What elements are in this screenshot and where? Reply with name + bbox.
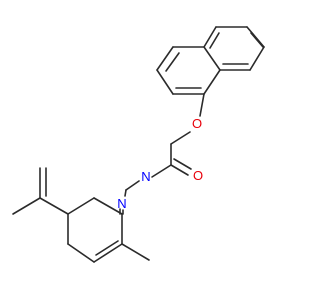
bond [173, 158, 192, 170]
bond [67, 243, 95, 263]
bond [170, 131, 191, 145]
bond [124, 189, 127, 197]
bond [156, 46, 174, 71]
bond [67, 197, 95, 215]
bond [93, 197, 123, 215]
imine-nitrogen-label: N [117, 196, 126, 211]
ether-oxygen-label: O [192, 116, 202, 131]
bond [203, 69, 221, 95]
atom-labels: O O N N [117, 116, 203, 211]
methyl-bond [121, 243, 150, 261]
naphthalene-group [156, 26, 265, 95]
bond [12, 197, 41, 215]
cyclohexene-ring [67, 197, 150, 263]
bond [93, 243, 123, 263]
carbonyl-oxygen-label: O [193, 168, 203, 183]
bond [151, 164, 172, 178]
bond [250, 32, 264, 48]
bond [203, 46, 221, 71]
bond [199, 93, 205, 117]
oxyacetyl-linker [151, 93, 205, 178]
bond [156, 69, 174, 95]
chemical-structure-diagram: O O N N [12, 26, 265, 263]
bond [249, 46, 265, 71]
bond [170, 164, 189, 176]
bond [203, 26, 217, 48]
bond [95, 240, 119, 256]
bond [165, 52, 180, 72]
isopropenyl-group [12, 167, 69, 215]
bond [39, 197, 69, 215]
amide-nitrogen-label: N [141, 169, 150, 184]
bond [125, 180, 140, 191]
bond [209, 32, 220, 49]
